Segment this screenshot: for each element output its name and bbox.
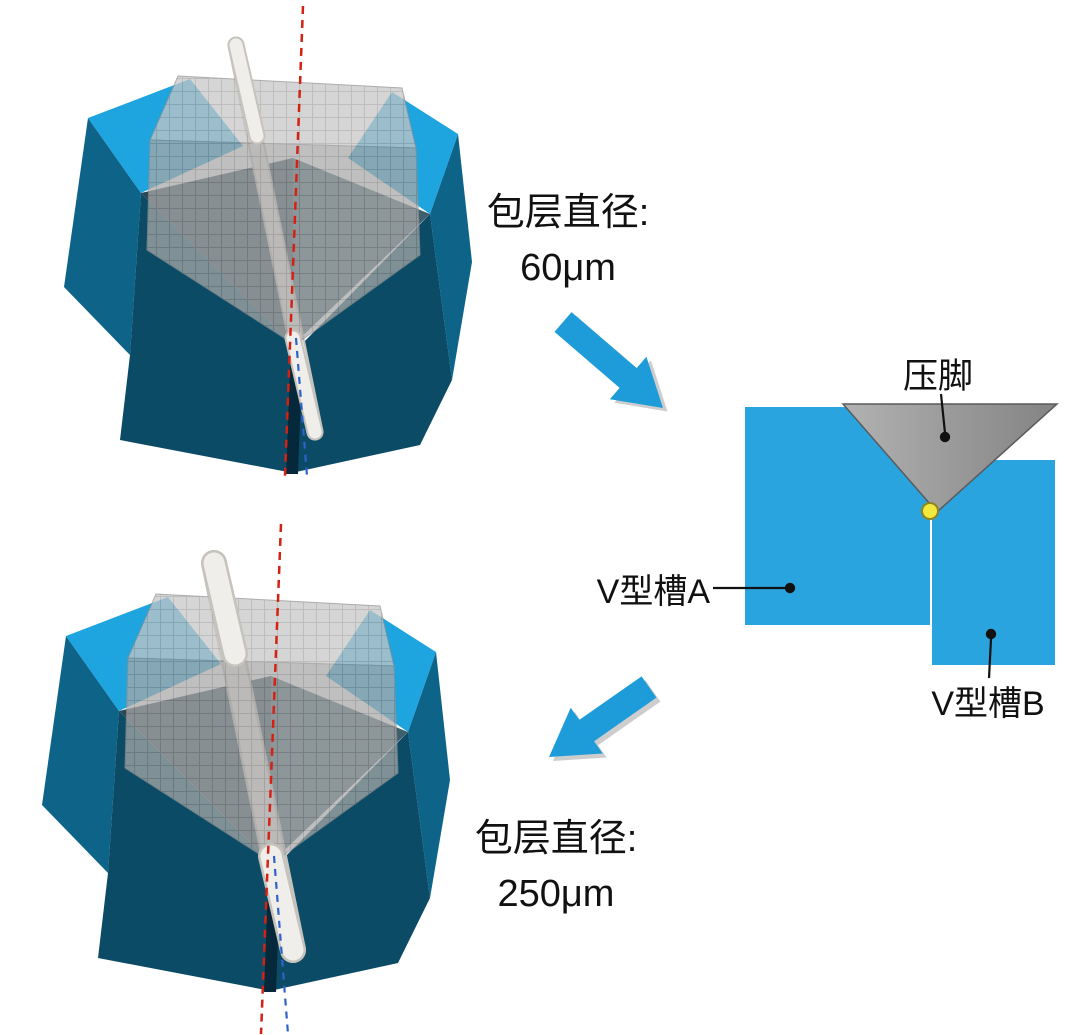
arrow-body (549, 676, 657, 757)
presser-foot-pointer-line (939, 393, 947, 434)
pointer-dot (784, 582, 796, 594)
axis-line-red (259, 523, 283, 1035)
v-groove-b-label: V型槽B (931, 685, 1045, 723)
fiber-cross-section (921, 502, 939, 520)
arrow-down-left-icon (549, 676, 661, 761)
v-groove-b-pointer-line (987, 638, 993, 679)
cladding-label-value: 250μm (497, 873, 615, 916)
cladding-label-prefix: 包层直径: (486, 192, 650, 234)
v-groove-a-label: V型槽A (596, 573, 710, 611)
presser-foot-triangle (841, 403, 1059, 514)
schematic-2d (713, 393, 1059, 679)
pointer-dot (985, 628, 997, 640)
axis-line-blue (294, 337, 309, 477)
pointer-dot (939, 431, 951, 443)
axis-line-blue (272, 855, 290, 1035)
cladding-label-prefix: 包层直径: (474, 818, 638, 860)
arrow-body (554, 312, 663, 408)
arrow-down-right-icon (554, 312, 668, 412)
presser-foot-label: 压脚 (902, 357, 973, 396)
fixture-3d-large-fiber (42, 523, 450, 1035)
fiber-60um-upper (229, 38, 264, 143)
cladding-label-250um: 包层直径: 250μm (426, 812, 686, 922)
cladding-label-60um: 包层直径: 60μm (438, 186, 698, 296)
fiber-250um-upper (203, 552, 246, 665)
cladding-label-value: 60μm (520, 247, 616, 290)
fixture-3d-small-fiber (64, 5, 472, 477)
